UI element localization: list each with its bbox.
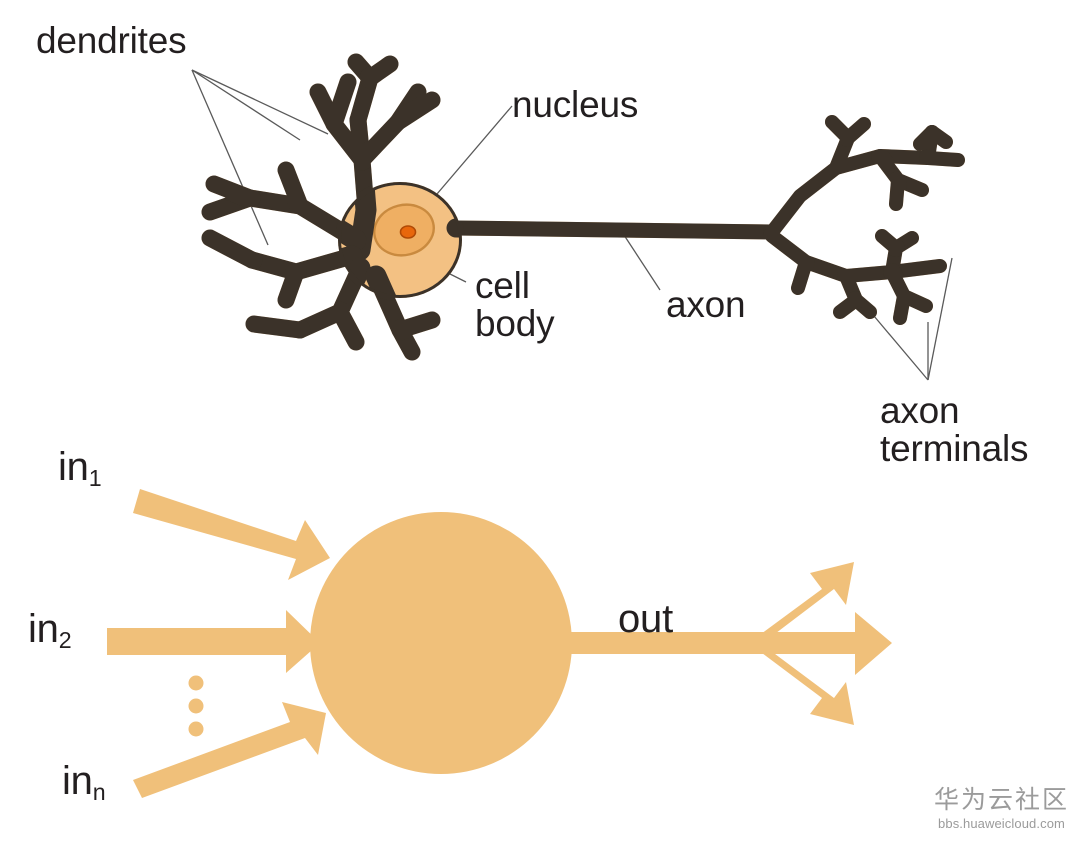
label-input-1-base: in [58, 445, 89, 489]
soma-circle [310, 512, 572, 774]
label-cell-body-line1: cell [475, 265, 530, 306]
label-output: out [618, 597, 674, 641]
label-axon: axon [666, 284, 746, 325]
watermark: 华为云社区 bbs.huaweicloud.com [933, 785, 1069, 833]
input-arrow-2 [107, 610, 320, 673]
output-arrow-up [742, 562, 854, 649]
label-input-n-base: in [62, 759, 93, 803]
label-input-1-subscript: 1 [88, 465, 102, 492]
label-axon-terminals-line1: axon [880, 390, 960, 431]
label-input-n: inn [62, 759, 106, 806]
output-trunk [566, 632, 756, 654]
axon-leader-line [621, 231, 661, 291]
output-arrow-middle [740, 612, 892, 675]
label-input-1: in1 [58, 445, 102, 492]
output-arrow-down [742, 638, 854, 725]
label-cell-body-line2: body [475, 303, 555, 344]
label-axon-terminals-line2: terminals [880, 428, 1029, 469]
label-input-2-subscript: 2 [58, 627, 72, 654]
label-input-n-subscript: n [92, 779, 106, 806]
label-input-2-base: in [28, 607, 59, 651]
label-dendrites: dendrites [36, 20, 187, 61]
input-arrow-3 [133, 702, 326, 798]
label-nucleus: nucleus [512, 84, 639, 125]
watermark-brand: 华为云社区 [933, 785, 1069, 815]
watermark-url: bbs.huaweicloud.com [938, 815, 1065, 831]
input-ellipsis-dots [188, 675, 204, 737]
input-arrow-1 [133, 489, 330, 580]
label-input-2: in2 [28, 607, 72, 654]
